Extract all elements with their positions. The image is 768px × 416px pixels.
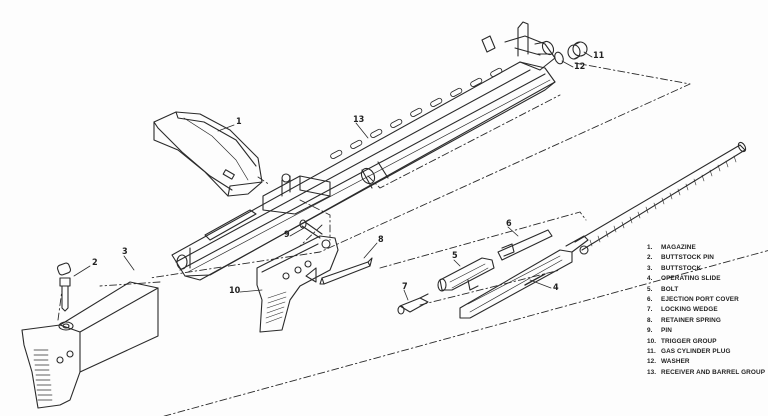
legend-item: 5.BOLT (647, 285, 679, 293)
legend-item: 6.EJECTION PORT COVER (647, 295, 739, 303)
legend-item: 1.MAGAZINE (647, 244, 696, 251)
callout-8: 8 (378, 235, 384, 245)
buttstock-pin (56, 262, 72, 312)
legend-item: 13.RECEIVER AND BARREL GROUP (647, 368, 766, 376)
callout-leader-lines (73, 51, 593, 301)
legend-item: 10.TRIGGER GROUP (647, 337, 717, 345)
buttstock (21, 281, 159, 409)
operating-slide (459, 235, 589, 319)
legend-item: 2.BUTTSTOCK PIN (647, 254, 715, 262)
washer (554, 51, 564, 65)
locking-wedge (397, 293, 429, 315)
legend-item: 8.RETAINER SPRING (647, 316, 721, 324)
pin (299, 219, 323, 239)
bolt (437, 257, 495, 292)
callout-13: 13 (353, 115, 365, 125)
ejection-port-cover (497, 229, 553, 261)
callout-7: 7 (402, 282, 408, 292)
legend-item: 9.PIN (647, 327, 672, 335)
legend-item: 7.LOCKING WEDGE (647, 306, 718, 314)
callout-1: 1 (236, 117, 242, 127)
callout-3: 3 (122, 247, 128, 257)
parts-legend: 1.MAGAZINE 2.BUTTSTOCK PIN 3.BUTTSTOCK 4… (647, 244, 768, 379)
trigger-group (256, 235, 339, 333)
callout-9: 9 (284, 230, 290, 240)
callout-4: 4 (553, 283, 559, 293)
callout-5: 5 (452, 251, 458, 261)
callout-6: 6 (506, 219, 512, 229)
operating-rod-spring (574, 141, 747, 251)
retainer-spring (319, 257, 373, 285)
callout-2: 2 (92, 258, 98, 268)
legend-item: 4.OPERATING SLIDE (647, 275, 721, 283)
callout-10: 10 (229, 286, 241, 296)
gas-cylinder-plug (567, 41, 588, 60)
assembly-guide-lines (57, 62, 768, 416)
legend-item: 11.GAS CYLINDER PLUG (647, 347, 731, 355)
legend-item: 12.WASHER (647, 358, 690, 366)
callout-12: 12 (574, 62, 586, 72)
magazine (153, 111, 263, 197)
callout-11: 11 (593, 51, 605, 61)
receiver-and-barrel-group (171, 21, 556, 281)
legend-item: 3.BUTTSTOCK (647, 264, 702, 272)
